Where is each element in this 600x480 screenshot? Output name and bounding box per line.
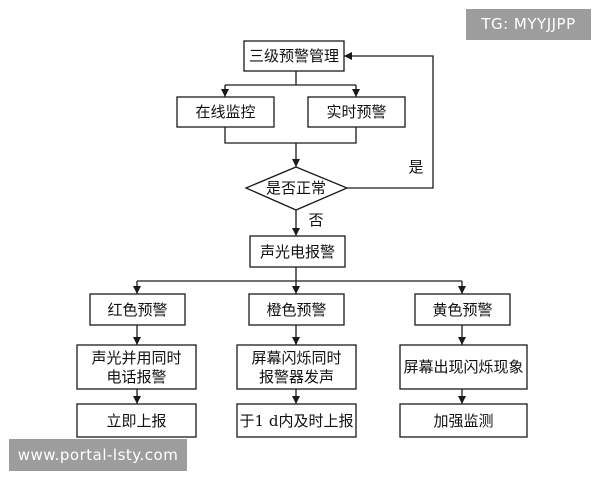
decision-is-normal: 是否正常 [244, 166, 349, 211]
edge-yes-loop [344, 52, 434, 189]
node-red-action-alarm-line1: 声光并用同时 [91, 349, 181, 367]
node-yellow-warning-label: 黄色预警 [432, 301, 492, 319]
node-sanji-label: 三级预警管理 [249, 47, 339, 65]
node-sound-light-alarm-label: 声光电报警 [260, 243, 335, 261]
node-red-report: 立即上报 [76, 403, 197, 438]
watermark-tg: TG: MYYJJPP [466, 9, 591, 40]
node-red-report-label: 立即上报 [106, 412, 166, 430]
node-red-warning: 红色预警 [89, 293, 186, 326]
node-orange-action-alarm-line1: 屏幕闪烁同时 [251, 349, 341, 367]
node-yellow-warning: 黄色预警 [414, 293, 511, 326]
node-sound-light-alarm: 声光电报警 [249, 235, 346, 268]
node-orange-warning: 橙色预警 [248, 293, 345, 326]
edge-label-yes: 是 [408, 158, 423, 176]
node-orange-action-alarm-line2: 报警器发声 [259, 368, 334, 386]
node-yellow-action-alarm: 屏幕出现闪烁现象 [399, 344, 528, 390]
node-red-warning-label: 红色预警 [107, 301, 167, 319]
node-online-monitoring: 在线监控 [176, 96, 275, 128]
node-yellow-monitor-label: 加强监测 [433, 412, 493, 430]
edge-label-no: 否 [308, 211, 323, 229]
node-orange-warning-label: 橙色预警 [266, 301, 326, 319]
node-sanji-management: 三级预警管理 [243, 40, 345, 72]
node-red-action-alarm: 声光并用同时 电话报警 [76, 344, 197, 390]
node-red-action-alarm-line2: 电话报警 [106, 368, 166, 386]
node-realtime-warning: 实时预警 [307, 96, 406, 128]
edge-zaixian-merge [224, 127, 357, 144]
watermark-url: www.portal-lsty.com [9, 439, 187, 471]
node-orange-report: 于1 d内及时上报 [236, 403, 357, 438]
node-online-monitoring-label: 在线监控 [195, 103, 255, 121]
decision-is-normal-label: 是否正常 [266, 179, 326, 197]
node-yellow-action-alarm-label: 屏幕出现闪烁现象 [403, 358, 523, 376]
node-realtime-warning-label: 实时预警 [326, 103, 386, 121]
connectors [133, 52, 466, 404]
node-orange-action-alarm: 屏幕闪烁同时 报警器发声 [236, 344, 357, 390]
node-yellow-monitor: 加强监测 [399, 403, 528, 438]
node-orange-report-label: 于1 d内及时上报 [240, 412, 354, 430]
